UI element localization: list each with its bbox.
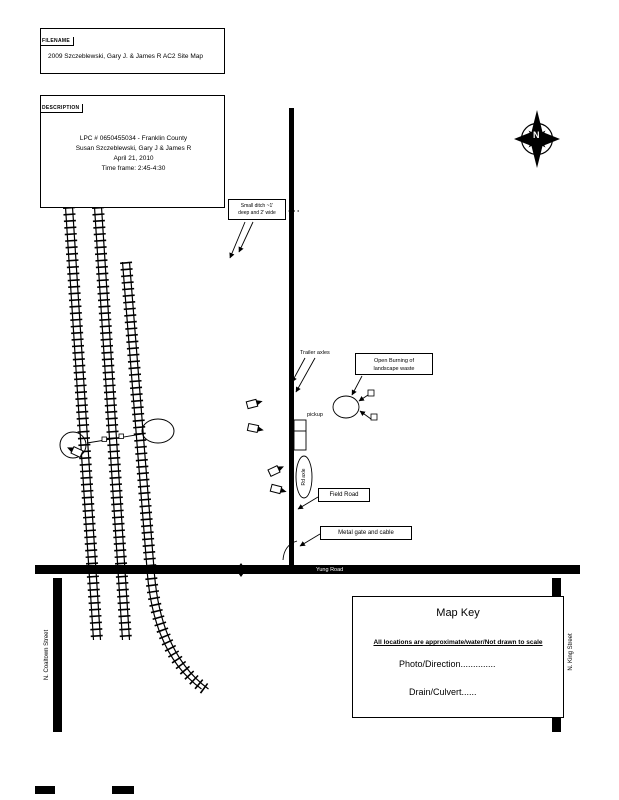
map-key-drain-label: Drain/Culvert...... bbox=[409, 687, 477, 697]
open-burning-line1: Open Burning of bbox=[373, 358, 415, 364]
map-key-disclaimer: All locations are approximate/water/Not … bbox=[373, 639, 543, 646]
road-diamond-marker bbox=[236, 563, 246, 577]
road-axle-oval bbox=[295, 455, 313, 499]
description-line: Time frame: 2:45-4:30 bbox=[101, 165, 166, 172]
railroad-tracks bbox=[59, 206, 209, 694]
left-street-bar bbox=[53, 578, 62, 732]
metal-gate-note: Metal gate and cable bbox=[320, 526, 412, 540]
description-line: LPC # 0650455034 - Franklin County bbox=[79, 135, 188, 142]
track-crossing-markers bbox=[59, 418, 175, 459]
trailer-axles-pointers bbox=[291, 357, 316, 393]
photo-direction-icon bbox=[269, 483, 289, 496]
photo-direction-icon bbox=[267, 462, 286, 477]
left-street-label: N. Coaltown Street bbox=[44, 629, 50, 681]
description-block-label: DESCRIPTION bbox=[41, 104, 84, 113]
main-road bbox=[289, 108, 294, 566]
burn-area bbox=[332, 375, 378, 421]
metal-gate-symbol bbox=[282, 533, 321, 561]
filename-text: 2009 Szczeblewski, Gary J. & James R AC2… bbox=[48, 53, 203, 60]
photo-direction-icon bbox=[246, 423, 265, 435]
railroad-track-2 bbox=[92, 206, 132, 641]
description-block: DESCRIPTION LPC # 0650455034 - Franklin … bbox=[40, 95, 225, 208]
trailer-axles-label: Trailer axles bbox=[300, 350, 330, 356]
open-burning-note: Open Burning of landscape waste bbox=[355, 353, 433, 375]
filename-block-label: FILENAME bbox=[41, 37, 74, 46]
map-key: Map Key All locations are approximate/wa… bbox=[352, 596, 564, 718]
small-ditch-note: Small ditch ~1' deep and 2' wide bbox=[228, 199, 286, 220]
small-ditch-line2: deep and 2' wide bbox=[238, 210, 276, 216]
field-road-note: Field Road bbox=[318, 488, 370, 502]
registration-mark bbox=[35, 786, 55, 794]
yung-road-bar bbox=[35, 563, 580, 577]
pickup-truck-symbol bbox=[293, 419, 307, 451]
open-burning-line2: landscape waste bbox=[373, 366, 415, 372]
yung-road-label: Yung Road bbox=[316, 567, 344, 573]
filename-block: FILENAME 2009 Szczeblewski, Gary J. & Ja… bbox=[40, 28, 225, 74]
small-ditch-line1: Small ditch ~1' bbox=[240, 203, 274, 209]
road-axle-label: Rd axle bbox=[301, 468, 307, 486]
right-street-label: N. King Street bbox=[568, 633, 574, 671]
pickup-label: pickup bbox=[307, 412, 323, 418]
compass-north-label: N bbox=[533, 130, 540, 140]
registration-mark bbox=[112, 786, 134, 794]
small-ditch-pointers bbox=[229, 210, 299, 259]
compass-rose bbox=[514, 110, 560, 168]
photo-direction-icons bbox=[65, 397, 289, 496]
map-key-photo-label: Photo/Direction.............. bbox=[399, 659, 496, 669]
description-line: April 21, 2010 bbox=[113, 155, 154, 162]
map-key-title: Map Key bbox=[436, 607, 480, 619]
field-road-pointer bbox=[297, 496, 319, 510]
railroad-track-3 bbox=[120, 261, 209, 694]
description-text: LPC # 0650455034 - Franklin County Susan… bbox=[41, 134, 226, 174]
photo-direction-icon bbox=[245, 397, 265, 410]
description-line: Susan Szczeblewski, Gary J & James R bbox=[75, 145, 192, 152]
railroad-track-1 bbox=[63, 206, 103, 641]
